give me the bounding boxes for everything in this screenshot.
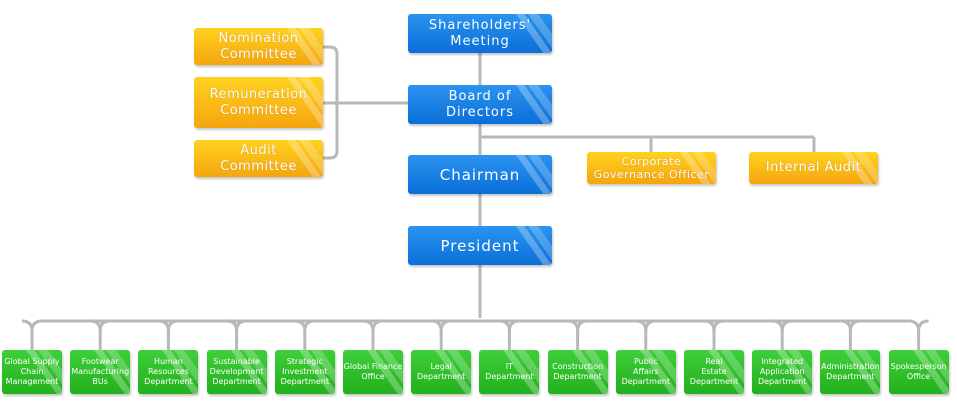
committee-label: Nomination Committee	[218, 30, 299, 62]
department-box: Integrated Application Department	[752, 350, 813, 394]
connector-department	[294, 319, 315, 350]
connector-department	[362, 319, 384, 350]
department-label: Human Resources Department	[144, 357, 193, 386]
department-box: IT Department	[479, 350, 540, 394]
department-box: Footwear Manufacturing BUs	[70, 350, 131, 394]
board-of-directors-box: Board of Directors	[408, 85, 552, 124]
connector-department	[772, 319, 793, 350]
department-box: Sustainable Development Department	[206, 350, 267, 394]
president-box: President	[408, 226, 552, 265]
department-box: Real Estate Department	[684, 350, 744, 394]
department-label: Integrated Application Department	[757, 357, 807, 386]
department-box: Global Finance Office	[343, 350, 403, 394]
department-box: Construction Department	[547, 350, 608, 394]
department-box: Public Affairs Department	[615, 350, 676, 394]
committee-box: Remuneration Committee	[194, 77, 323, 128]
committee-label: Audit Committee	[220, 142, 297, 174]
chairman-box: Chairman	[408, 155, 552, 194]
internal-audit-label: Internal Audit	[765, 160, 862, 175]
connector-department	[158, 319, 179, 350]
board-of-directors-label: Board of Directors	[446, 88, 514, 120]
department-box: Administration Department	[820, 350, 881, 394]
connector-department	[908, 319, 929, 350]
connector-department	[90, 319, 111, 350]
connector-department	[226, 319, 247, 350]
connector-department	[431, 319, 452, 350]
committee-box: Nomination Committee	[194, 28, 323, 65]
department-label: Spokesperson Office	[890, 362, 947, 381]
department-box: Legal Department	[411, 350, 472, 394]
department-box: Human Resources Department	[138, 350, 199, 394]
president-label: President	[440, 236, 520, 255]
department-box: Spokesperson Office	[888, 350, 949, 394]
department-label: Real Estate Department	[689, 357, 739, 386]
shareholders-meeting-box: Shareholders' Meeting	[408, 14, 552, 53]
department-label: Public Affairs Department	[621, 357, 670, 386]
corporate-governance-officer-box: Corporate Governance Officer	[587, 152, 716, 184]
connector-department	[499, 319, 520, 350]
department-label: Footwear Manufacturing BUs	[71, 357, 130, 386]
connector-committees-bracket	[323, 45, 339, 160]
connector-department	[21, 319, 43, 350]
department-label: Global Finance Office	[343, 362, 403, 381]
department-label: Legal Department	[416, 362, 466, 381]
department-label: Global Supply Chain Management	[4, 357, 60, 386]
connector-department	[635, 319, 656, 350]
connector-department	[567, 319, 588, 350]
corporate-governance-officer-label: Corporate Governance Officer	[593, 155, 710, 181]
department-label: Strategic Investment Department	[280, 357, 329, 386]
department-label: Sustainable Development Department	[209, 357, 264, 386]
committee-box: Audit Committee	[194, 140, 323, 177]
connector-department	[840, 319, 861, 350]
department-label: Construction Department	[552, 362, 604, 381]
internal-audit-box: Internal Audit	[749, 152, 878, 184]
department-label: IT Department	[485, 362, 534, 381]
department-box: Strategic Investment Department	[274, 350, 335, 394]
connector-department	[703, 319, 725, 350]
department-label: Administration Department	[821, 362, 880, 381]
shareholders-meeting-label: Shareholders' Meeting	[428, 17, 532, 49]
committee-label: Remuneration Committee	[209, 86, 308, 118]
chairman-label: Chairman	[439, 165, 521, 184]
department-box: Global Supply Chain Management	[2, 350, 62, 394]
